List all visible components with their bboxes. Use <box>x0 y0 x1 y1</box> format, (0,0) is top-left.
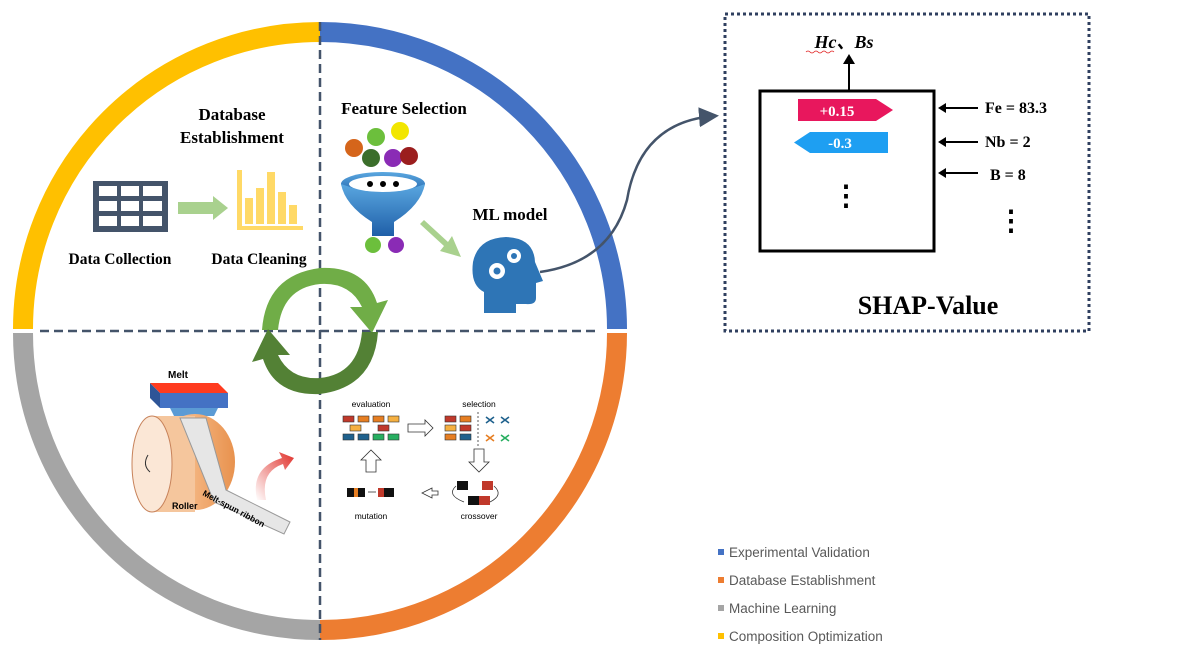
feature-fe-label: Fe = 83.3 <box>985 100 1047 117</box>
connector-to-shap-arrow <box>539 107 719 274</box>
legend-item-composition-optimization: Composition Optimization <box>718 622 938 650</box>
negative-shap-arrow <box>794 132 888 153</box>
legend-label: Machine Learning <box>729 600 837 616</box>
cycle-arrows-icon <box>252 267 388 395</box>
feature-arrows <box>938 103 978 178</box>
feature-b-label: B = 8 <box>990 167 1026 184</box>
selection-label: selection <box>462 399 496 409</box>
legend-swatch <box>718 605 724 611</box>
negative-shap-value: -0.3 <box>828 136 852 152</box>
feature-nb-label: Nb = 2 <box>985 134 1031 151</box>
legend-swatch <box>718 549 724 555</box>
legend-item-experimental-validation: Experimental Validation <box>718 538 938 566</box>
genetic-algorithm-icon <box>342 412 510 505</box>
shap-title: SHAP-Value <box>858 291 999 320</box>
positive-shap-value: +0.15 <box>820 104 855 120</box>
legend-label: Experimental Validation <box>729 544 870 560</box>
arrow-down-right-icon <box>420 220 461 257</box>
evaluation-label: evaluation <box>352 399 391 409</box>
outer-ring <box>13 22 627 640</box>
wavy-underline <box>805 50 835 54</box>
feature-selection-label: Feature Selection <box>341 99 467 118</box>
ring-segment-composition-optimization <box>13 22 321 330</box>
funnel-icon <box>341 172 425 253</box>
positive-shap-arrow <box>798 99 893 121</box>
legend-item-machine-learning: Machine Learning <box>718 594 938 622</box>
table-icon <box>93 181 168 232</box>
arrow-right-icon <box>178 196 228 220</box>
roller-label: Roller <box>172 501 198 511</box>
legend-swatch <box>718 577 724 583</box>
feature-balls-icon <box>345 122 418 167</box>
legend-label: Database Establishment <box>729 572 876 588</box>
legend: Experimental Validation Database Establi… <box>718 538 938 650</box>
legend-label: Composition Optimization <box>729 628 883 644</box>
crossover-label: crossover <box>461 511 498 521</box>
database-title-line2: Establishment <box>180 128 284 147</box>
shap-panel: Hc、Bs +0.15 -0.3 ⋮ Fe = 83.3 Nb = 2 B = … <box>723 12 1091 333</box>
features-ellipsis: ⋮ <box>997 206 1025 237</box>
ring-segment-database-establishment <box>319 332 627 640</box>
brain-head-icon <box>472 237 543 313</box>
shap-output-label: Hc、Bs <box>813 32 873 52</box>
model-ellipsis: ⋮ <box>832 181 860 212</box>
data-collection-label: Data Collection <box>69 251 172 268</box>
ml-model-label: ML model <box>472 205 547 224</box>
melt-spinning-icon <box>131 383 294 535</box>
database-title-line1: Database <box>198 105 266 124</box>
mutation-label: mutation <box>355 511 388 521</box>
ring-segment-experimental-validation <box>319 22 627 330</box>
legend-item-database-establishment: Database Establishment <box>718 566 938 594</box>
legend-swatch <box>718 633 724 639</box>
melt-label: Melt <box>168 370 189 381</box>
data-cleaning-label: Data Cleaning <box>211 251 306 268</box>
bar-chart-icon <box>237 170 303 230</box>
ring-segment-machine-learning <box>13 332 321 640</box>
